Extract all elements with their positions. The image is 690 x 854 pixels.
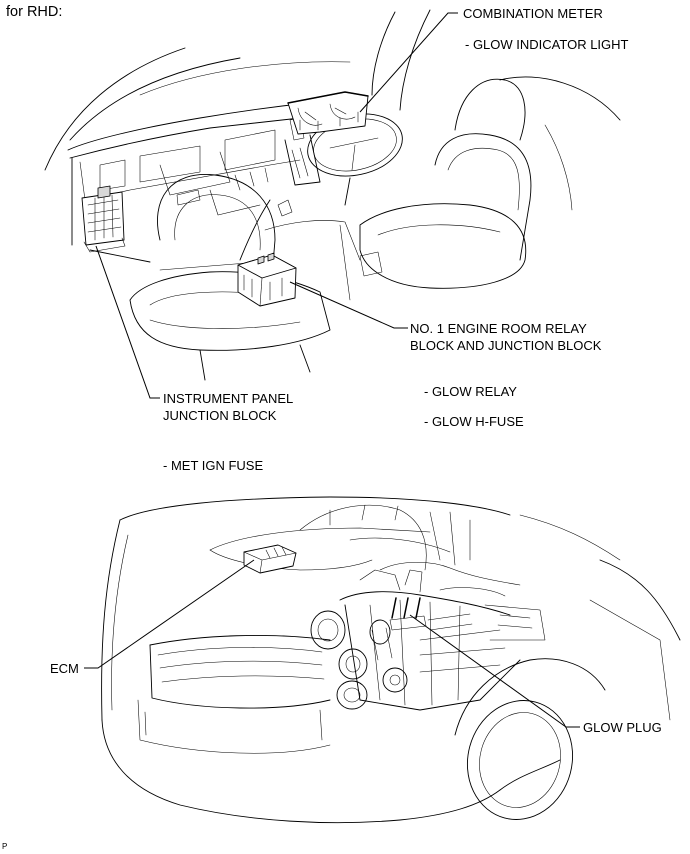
- cabin-interior-drawing: [44, 9, 621, 381]
- combination-meter-label: COMBINATION METER: [463, 6, 603, 21]
- figure-code: P: [2, 842, 8, 851]
- relay-block-label-line2: BLOCK AND JUNCTION BLOCK: [410, 338, 602, 353]
- van-engine-drawing: [101, 496, 681, 824]
- glow-indicator-light-label: - GLOW INDICATOR LIGHT: [465, 37, 629, 52]
- ecm-label: ECM: [50, 661, 79, 676]
- glow-plug-label: GLOW PLUG: [583, 720, 662, 735]
- glow-h-fuse-label: - GLOW H-FUSE: [424, 414, 524, 429]
- glow-relay-label: - GLOW RELAY: [424, 384, 517, 399]
- relay-block-label-line1: NO. 1 ENGINE ROOM RELAY: [410, 321, 587, 336]
- met-ign-fuse-label: - MET IGN FUSE: [163, 458, 264, 473]
- instrument-panel-jb-line2: JUNCTION BLOCK: [163, 408, 277, 423]
- instrument-panel-jb-label: INSTRUMENT PANEL JUNCTION BLOCK: [163, 390, 293, 424]
- relay-block-label: NO. 1 ENGINE ROOM RELAY BLOCK AND JUNCTI…: [410, 320, 601, 354]
- section-label: for RHD:: [6, 4, 63, 20]
- instrument-panel-jb-line1: INSTRUMENT PANEL: [163, 391, 294, 406]
- bottom-leader-lines: [84, 559, 580, 728]
- top-leader-lines: [95, 12, 458, 399]
